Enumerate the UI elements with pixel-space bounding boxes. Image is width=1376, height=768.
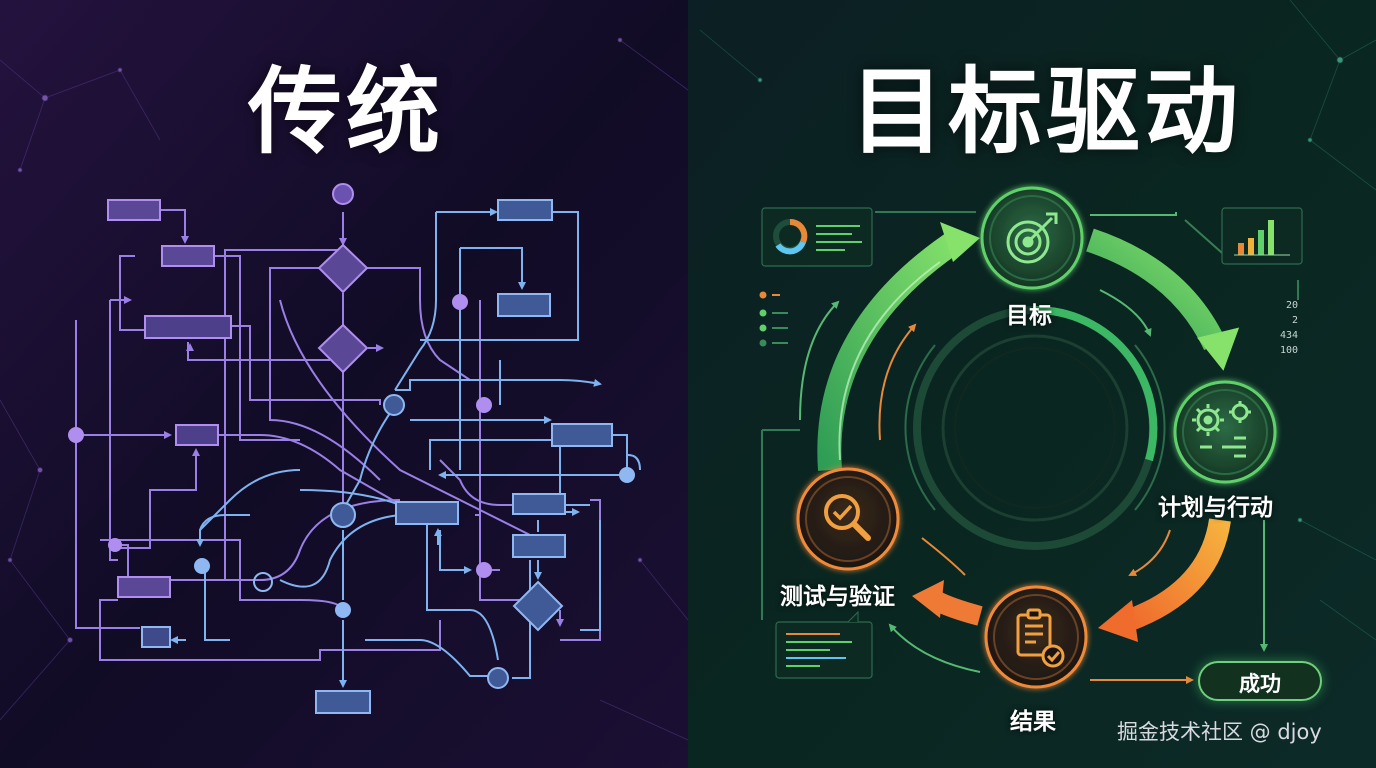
goal-label: 目标 [1006,303,1052,329]
result-node [984,585,1088,689]
center-rings [904,305,1166,550]
target-icon [1006,212,1058,264]
plan-action-label: 计划与行动 [1158,495,1273,521]
left-network-decoration [0,37,689,741]
test-verify-label: 测试与验证 [780,584,895,610]
thin-guide-arrows [761,211,1299,684]
blue-connector-paths [170,208,641,688]
test-node [796,467,900,571]
green-cycle-arc-right [1086,228,1226,351]
bar-chart-widget [1221,207,1303,265]
orange-arrowhead-left [912,580,944,618]
orange-arrowhead-right [1098,600,1138,642]
green-arrowhead-right [1197,327,1240,371]
junction-dots [68,183,635,689]
plan-node [1173,380,1277,484]
decision-diamonds [317,243,564,632]
gears-icon [1192,401,1251,458]
green-arrowhead-left [940,222,980,262]
side-number: 100 [1279,345,1298,356]
log-widget [775,610,873,679]
side-number: 434 [1279,330,1298,341]
traditional-title: 传统 [248,58,445,167]
watermark-text: 掘金技术社区 @ djoy [1117,720,1322,744]
magnifier-check-icon [824,494,871,541]
flowchart-boxes [107,199,613,714]
result-label: 结果 [1010,709,1056,735]
side-number-list: 20 2 434 100 [1266,298,1298,358]
donut-widget [761,207,873,267]
right-network-decoration [699,0,1376,641]
green-cycle-arc-left [817,227,967,471]
side-number: 2 [1291,315,1298,326]
side-number: 20 [1285,300,1298,311]
side-bullet-list [759,291,788,347]
checklist-icon [1016,608,1065,668]
orange-cycle-arc-right [1126,518,1231,631]
traditional-flowchart [68,183,641,714]
purple-connector-paths [75,209,601,661]
goal-driven-title: 目标驱动 [850,58,1243,167]
success-label: 成功 [1239,672,1281,696]
success-badge: 成功 [1198,661,1322,701]
goal-driven-cycle [759,186,1303,689]
